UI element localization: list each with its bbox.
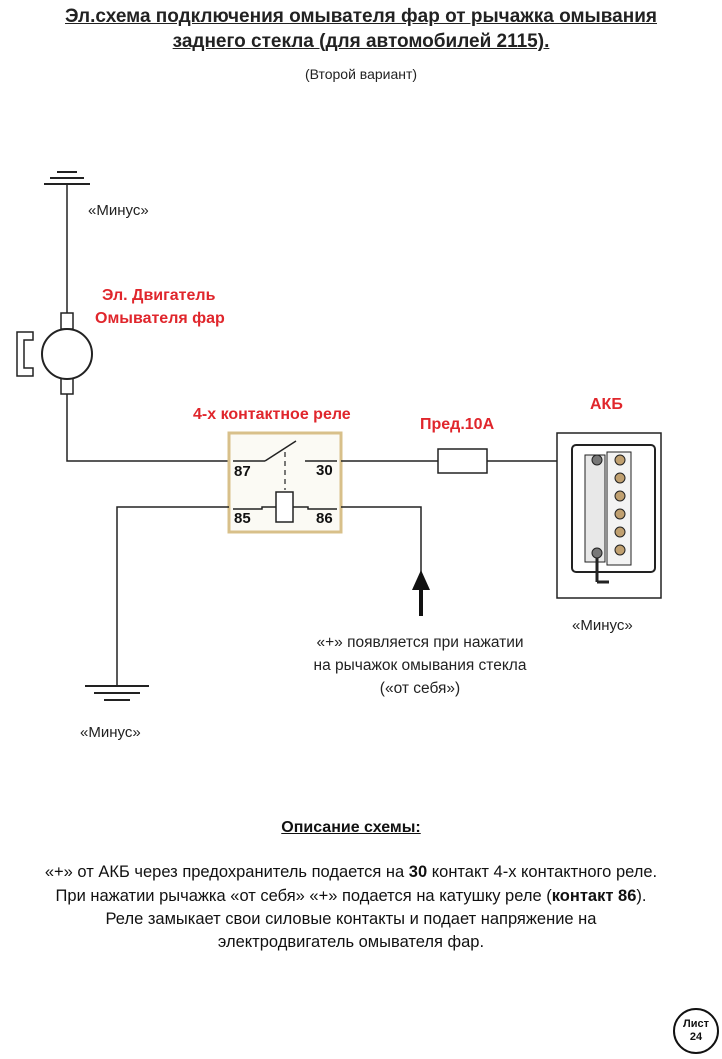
wire-86-to-switch xyxy=(341,506,422,588)
hint-line2: на рычажок омывания стекла xyxy=(313,657,527,674)
diagram-title-line1: Эл.схема подключения омывателя фар от ры… xyxy=(65,6,657,27)
motor-icon xyxy=(16,312,93,395)
description-line1: «+» от АКБ через предохранитель подается… xyxy=(44,863,658,881)
label-motor-line2: Омывателя фар xyxy=(95,310,225,327)
label-motor-line1: Эл. Двигатель xyxy=(102,287,216,304)
description-line2: При нажатии рычажка «от себя» «+» подает… xyxy=(55,887,647,905)
hint-line1: «+» появляется при нажатии xyxy=(316,634,524,651)
relay-pin-87: 87 xyxy=(234,463,251,480)
wire-motor-to-87 xyxy=(66,394,240,462)
sheet-number-badge: Лист 24 xyxy=(673,1008,719,1054)
label-minus-bottom: «Минус» xyxy=(80,724,141,741)
label-minus-battery: «Минус» xyxy=(572,617,633,634)
diagram-subtitle: (Второй вариант) xyxy=(304,66,418,82)
fuse-icon xyxy=(437,448,488,474)
wire-85-to-ground xyxy=(116,506,229,686)
relay-icon xyxy=(227,431,343,534)
description-line3: Реле замыкает свои силовые контакты и по… xyxy=(105,910,597,928)
diagram-title-line2: заднего стекла (для автомобилей 2115). xyxy=(172,31,550,52)
label-fuse: Пред.10А xyxy=(420,416,495,433)
relay-pin-85: 85 xyxy=(234,510,251,527)
ground-symbol-top xyxy=(44,171,90,185)
label-minus-top: «Минус» xyxy=(88,202,149,219)
wiring-diagram xyxy=(16,171,662,701)
description-title: Описание схемы: xyxy=(281,819,421,836)
relay-pin-30: 30 xyxy=(316,462,333,479)
sheet-label: Лист xyxy=(683,1018,709,1030)
arrow-up-icon xyxy=(412,570,430,616)
sheet-number: 24 xyxy=(689,1031,703,1043)
hint-line3: («от себя») xyxy=(379,680,461,697)
ground-symbol-bottom xyxy=(85,685,149,701)
description-line4: электродвигатель омывателя фар. xyxy=(217,933,485,951)
label-relay: 4-х контактное реле xyxy=(193,406,351,423)
label-battery: АКБ xyxy=(590,396,623,413)
battery-icon xyxy=(556,432,662,599)
relay-pin-86: 86 xyxy=(316,510,333,527)
